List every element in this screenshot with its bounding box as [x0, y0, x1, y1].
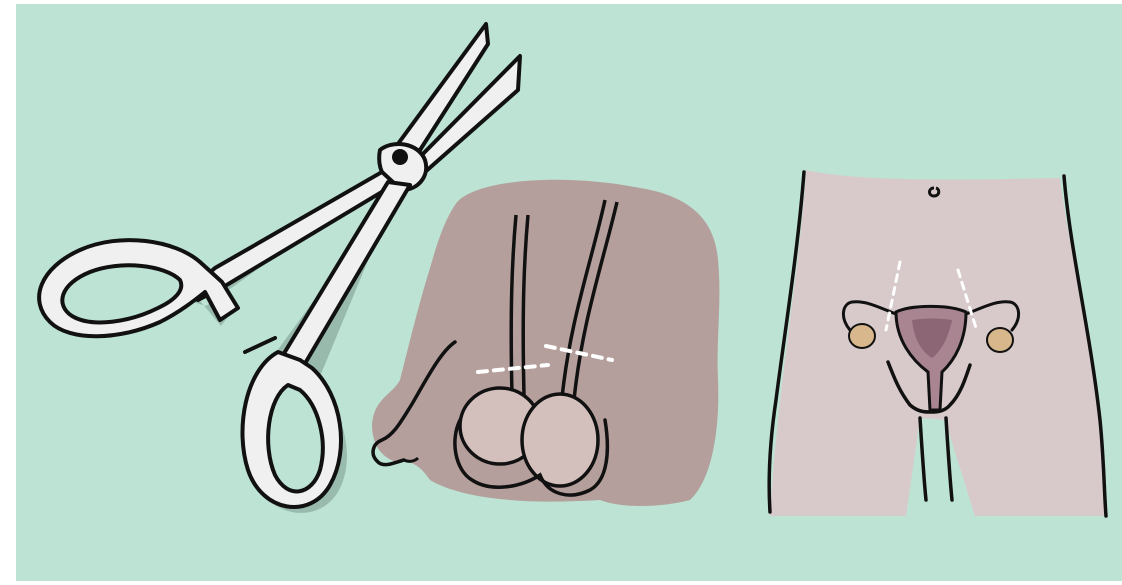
- ovary-right: [987, 328, 1013, 352]
- scrotum-vasectomy-illustration: [372, 180, 719, 506]
- female-reproductive-tubal-ligation-illustration: [769, 170, 1106, 516]
- scissors-pivot-icon: [392, 149, 408, 165]
- ovary-left: [849, 324, 875, 348]
- testicle-right: [522, 394, 598, 486]
- scissors-blade-upper: [392, 24, 488, 152]
